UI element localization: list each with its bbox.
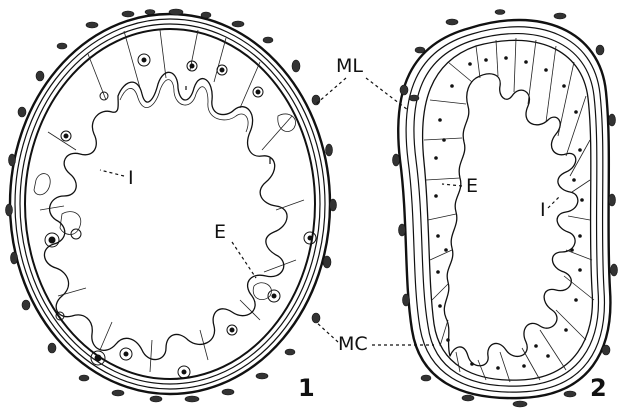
leader-i-section-2 [548,196,560,208]
section-2 [393,10,618,408]
label-mc: MC [338,333,368,355]
section-2-outer-wall [398,20,610,398]
leader-e-section-1 [232,242,256,278]
leader-mc-left [316,322,338,342]
section-1-lumen-marks [186,86,270,164]
section-1-external-cells [6,9,337,402]
section-1-nuclei [45,54,316,378]
section-2-lumen-border [444,74,578,366]
leader-i-section-1 [100,170,124,176]
annotation-layer: ML MC E I E I 1 2 [100,55,607,402]
label-e-section-1: E [214,221,226,243]
section-1 [6,9,337,402]
label-e-section-2: E [466,175,478,197]
leader-e-section-2 [442,184,462,186]
panel-number-1: 1 [298,374,315,402]
label-ml: ML [336,55,363,77]
section-1-vacuoles [34,114,296,300]
section-2-external-cells [393,10,618,408]
label-i-section-1: I [128,167,134,189]
section-1-lumen-border [44,72,287,359]
section-2-cell-boundaries [424,38,594,382]
label-i-section-2: I [540,199,546,221]
leader-ml-left [316,78,346,104]
panel-number-2: 2 [590,374,607,402]
